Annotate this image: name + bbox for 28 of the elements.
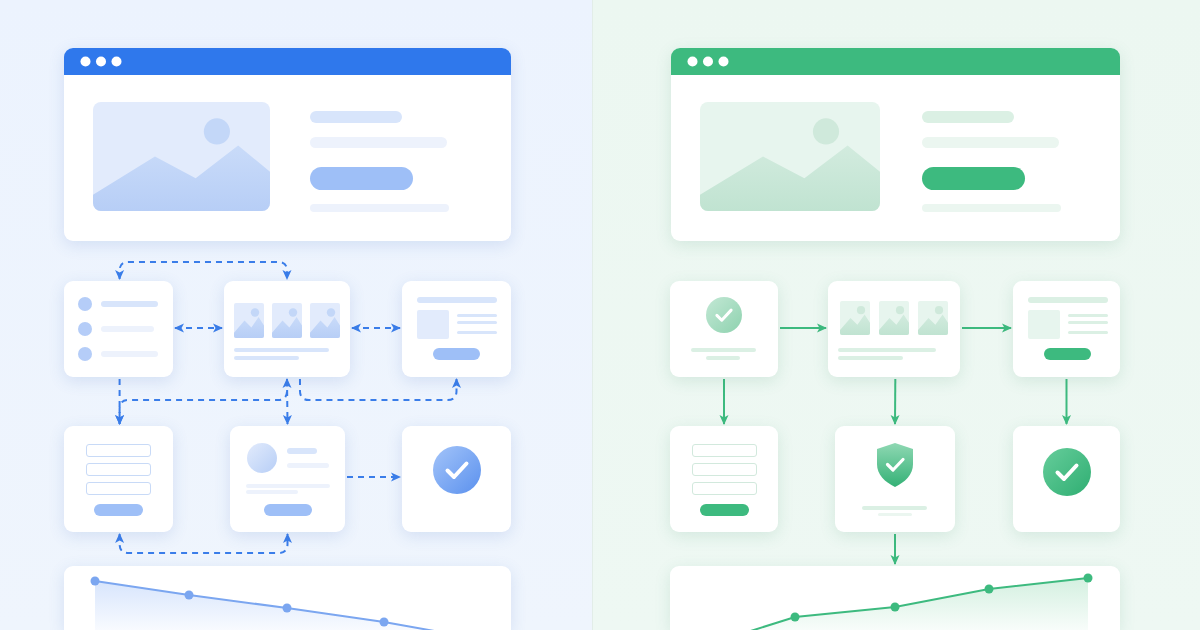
- form-screen-card: [670, 426, 778, 532]
- success-screen-card: [402, 426, 511, 532]
- list-screen-card: [64, 281, 173, 377]
- gallery-screen-card: [224, 281, 350, 377]
- form-screen-card: [64, 426, 173, 532]
- confirmation-screen-card: [670, 281, 778, 377]
- security-screen-card: [835, 426, 955, 532]
- success-screen-card: [1013, 426, 1120, 532]
- dashed-double-arrow: [351, 323, 401, 333]
- browser-window: [671, 48, 1120, 241]
- dashed-arrow: [346, 472, 401, 482]
- gallery-screen-card: [828, 281, 960, 377]
- arrow: [890, 378, 900, 425]
- arrow: [779, 323, 827, 333]
- dashed-arrow: [282, 378, 292, 425]
- dashed-double-arrow: [115, 378, 292, 425]
- article-screen-card: [1013, 281, 1120, 377]
- arrow: [719, 378, 729, 425]
- arrow: [961, 323, 1012, 333]
- article-screen-card: [402, 281, 511, 377]
- arrow: [1062, 378, 1071, 425]
- dashed-arrow: [299, 378, 461, 401]
- arrow: [890, 533, 900, 565]
- dashed-double-arrow: [115, 533, 292, 554]
- browser-window: [64, 48, 511, 241]
- dashed-double-arrow: [174, 323, 223, 333]
- dashed-double-arrow: [115, 261, 292, 280]
- profile-screen-card: [230, 426, 345, 532]
